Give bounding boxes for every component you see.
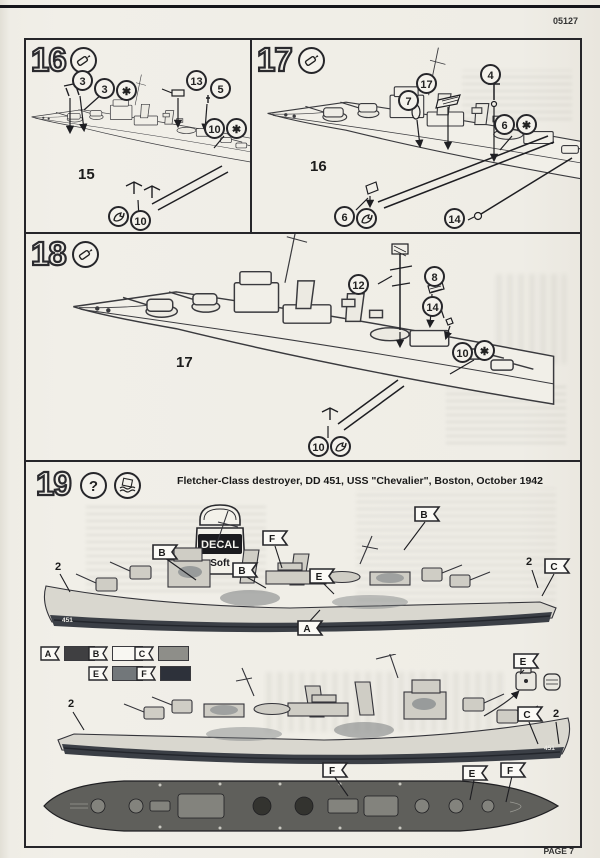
svg-text:A: A	[303, 624, 310, 635]
callout-3: 3	[94, 78, 115, 99]
profile-starboard: 451	[43, 510, 557, 633]
svg-text:C: C	[523, 710, 530, 721]
callout-5: 5	[210, 78, 231, 99]
paint-asterisk-icon: ✱	[116, 80, 137, 101]
glue-icon	[72, 241, 99, 268]
color-flag-F: F	[262, 530, 288, 546]
callout-10: 10	[204, 118, 225, 139]
svg-text:F: F	[269, 534, 275, 545]
svg-text:B: B	[93, 649, 100, 659]
question-icon: ?	[80, 472, 107, 499]
color-flag-E: E	[462, 765, 488, 781]
decal-icon	[114, 472, 141, 499]
part-number-label: 15	[78, 166, 95, 183]
legend-flag: B	[88, 646, 109, 661]
svg-text:F: F	[141, 669, 147, 679]
scheme-title: Fletcher-Class destroyer, DD 451, USS "C…	[177, 475, 543, 487]
callout-lines	[59, 521, 560, 803]
svg-text:B: B	[238, 566, 245, 577]
bottle-brand-text: DECAL	[201, 539, 239, 551]
paint-asterisk-icon: ✱	[516, 114, 537, 135]
step-number: 17	[256, 41, 294, 78]
callout-7: 7	[398, 90, 419, 111]
part-number-label: 16	[310, 158, 327, 175]
color-flag-F: F	[322, 762, 348, 778]
svg-text:E: E	[316, 572, 323, 583]
callout-10: 10	[308, 436, 329, 457]
svg-text:B: B	[420, 510, 427, 521]
part-2-label: 2	[526, 556, 533, 568]
kit-number: 05127	[552, 16, 578, 26]
step-19-panel: 19 ? Fletcher-Class destroyer, DD 451, U…	[24, 460, 582, 848]
svg-text:A: A	[45, 649, 52, 659]
step-number: 19	[35, 465, 73, 502]
color-flag-A: A	[297, 620, 323, 636]
callout-6: 6	[334, 206, 355, 227]
callout-14: 14	[444, 208, 465, 229]
step-16-panel: 16 3 3 ✱ 13 5 10 ✱ 10 15	[24, 38, 252, 234]
step-17-panel: 17 17 4 7 6 ✱ 6 14 16	[250, 38, 582, 234]
callout-6: 6	[494, 114, 515, 135]
color-swatch	[160, 666, 191, 681]
color-flag-C: C	[517, 706, 543, 722]
part-2-label: 2	[68, 698, 75, 710]
callout-13: 13	[186, 70, 207, 91]
svg-text:E: E	[520, 657, 527, 668]
color-flag-C: C	[544, 558, 570, 574]
callout-12: 12	[348, 274, 369, 295]
page-top-rule	[0, 5, 600, 8]
svg-text:B: B	[158, 548, 165, 559]
part-2-label: 2	[55, 561, 62, 573]
hull-number: 451	[62, 617, 73, 624]
step-number: 18	[30, 235, 68, 272]
adjust-tool-icon	[356, 208, 377, 229]
legend-item-C: C	[134, 646, 189, 661]
color-flag-F: F	[500, 762, 526, 778]
color-flag-B: B	[414, 506, 440, 522]
legend-item-F: F	[136, 666, 191, 681]
legend-flag: A	[40, 646, 61, 661]
paint-asterisk-icon: ✱	[226, 118, 247, 139]
profile-port: 451	[57, 654, 571, 765]
step-18-panel: 18 12 8 14 10 ✱ 10 17	[24, 232, 582, 462]
hull-number: 451	[544, 745, 555, 752]
legend-flag: C	[134, 646, 155, 661]
part-number-label: 17	[176, 354, 193, 371]
color-flag-E: E	[513, 653, 539, 669]
svg-text:F: F	[507, 766, 513, 777]
legend-item-E: E	[88, 666, 143, 681]
color-flag-B: B	[232, 562, 258, 578]
color-flag-E: E	[309, 568, 335, 584]
color-swatch	[158, 646, 189, 661]
svg-text:F: F	[329, 766, 335, 777]
adjust-tool-icon	[330, 436, 351, 457]
callout-4: 4	[480, 64, 501, 85]
legend-flag: E	[88, 666, 109, 681]
callout-14: 14	[422, 296, 443, 317]
color-flag-B: B	[152, 544, 178, 560]
callout-17: 17	[416, 73, 437, 94]
svg-text:E: E	[469, 769, 476, 780]
callout-10: 10	[452, 342, 473, 363]
glue-icon	[298, 47, 325, 74]
paint-asterisk-icon: ✱	[474, 340, 495, 361]
part-2-label: 2	[553, 708, 560, 720]
page-number: PAGE 7	[543, 846, 574, 856]
callout-10: 10	[130, 210, 151, 231]
step-18-diagram	[72, 234, 555, 438]
adjust-tool-icon	[108, 206, 129, 227]
svg-text:C: C	[139, 649, 146, 659]
svg-text:C: C	[550, 562, 557, 573]
svg-text:E: E	[93, 669, 99, 679]
callout-3: 3	[72, 70, 93, 91]
legend-flag: F	[136, 666, 157, 681]
legend-item-A: A	[40, 646, 95, 661]
callout-8: 8	[424, 266, 445, 287]
bottle-type-text: Soft	[210, 558, 230, 569]
step-number: 16	[30, 41, 68, 78]
